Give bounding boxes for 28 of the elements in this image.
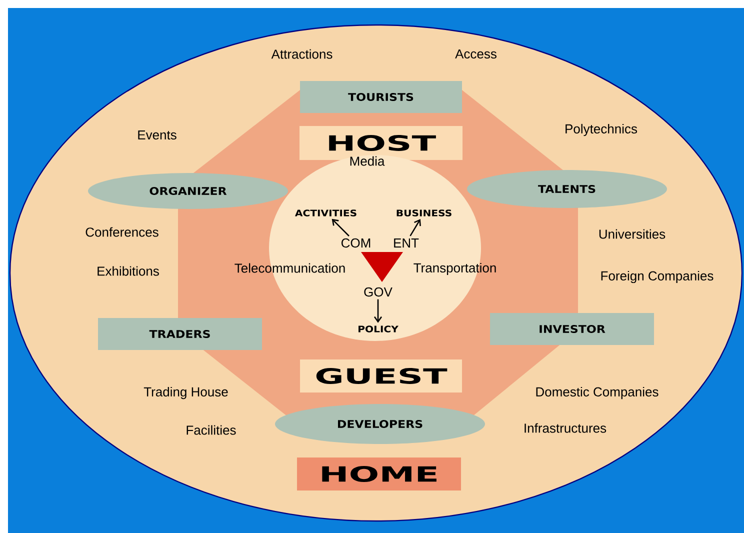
arrow: [332, 218, 350, 236]
text-label: POLICY: [358, 326, 399, 332]
text-label: Trading House: [144, 386, 228, 400]
text-label: Attractions: [271, 49, 332, 59]
text-label: ACTIVITIES: [294, 210, 356, 216]
label-box: HOME: [297, 458, 461, 490]
arrow: [410, 218, 421, 236]
text-label: Telecommunication: [234, 263, 345, 273]
text-label: Domestic Companies: [536, 386, 658, 400]
text-label: Polytechnics: [566, 124, 638, 136]
text-label: Conferences: [86, 227, 158, 237]
text-label: Access: [455, 49, 496, 59]
text-label: Exhibitions: [98, 266, 159, 276]
text-label: Facilities: [186, 425, 236, 435]
text-label: Foreign Companies: [601, 270, 714, 284]
text-label: BUSINESS: [396, 210, 452, 216]
text-label: Infrastructures: [524, 423, 606, 433]
label-box: TRADERS: [98, 318, 262, 350]
text-label: Universities: [599, 229, 666, 239]
arrow: [374, 299, 382, 323]
text-label: GOV: [364, 287, 392, 297]
label-box: INVESTOR: [490, 313, 654, 345]
label-box: TOURISTS: [300, 81, 462, 113]
text-label: Events: [138, 130, 176, 140]
text-label: COM: [342, 238, 370, 248]
label-box: GUEST: [300, 360, 462, 392]
text-label: ENT: [394, 238, 419, 248]
text-label: Transportation: [414, 262, 496, 276]
